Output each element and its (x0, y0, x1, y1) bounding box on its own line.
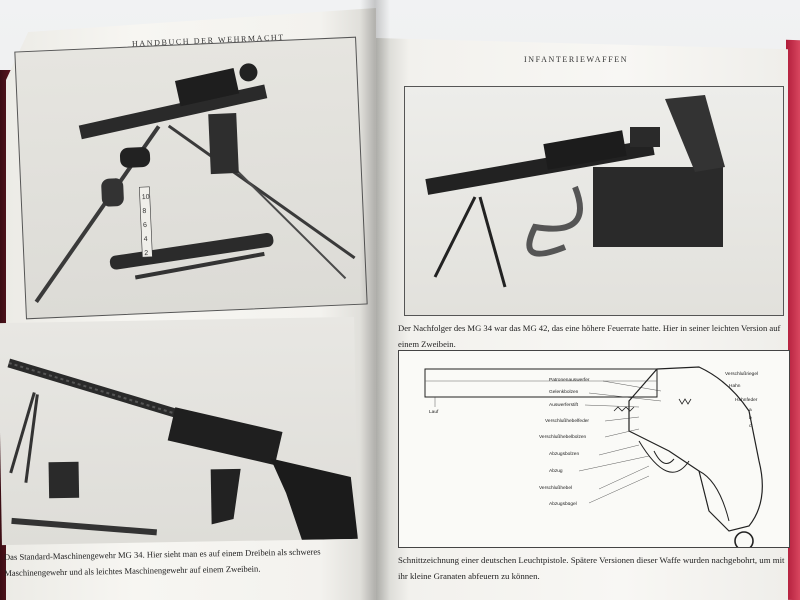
label-abzugsbolzen: Abzugsbolzen (549, 451, 579, 457)
label-abzug: Abzug (549, 468, 563, 474)
label-b: b (749, 415, 752, 421)
ruler-number-2: 2 (144, 250, 148, 257)
right-running-head: INFANTERIEWAFFEN (524, 55, 629, 64)
mg42-bipod-photo (404, 86, 784, 316)
label-patronenauswerfer: Patronenauswerfer (549, 377, 590, 383)
flare-pistol-caption: Schnittzeichnung einer deutschen Leuchtp… (398, 555, 785, 581)
label-hahn: Hahn (729, 383, 741, 389)
mg34-tripod-photo: 10 8 6 4 2 (14, 36, 368, 320)
label-verschlussriegel: Verschlußriegel (725, 371, 758, 377)
flare-pistol-diagram: Verschlußriegel Hahn Hahnfeder a b c Pat… (398, 350, 790, 548)
label-verschlusshebelfeder: Verschlußhebelfeder (545, 418, 589, 424)
mg42-caption: Der Nachfolger des MG 34 war das MG 42, … (398, 323, 781, 349)
ruler-number-4: 4 (143, 236, 147, 243)
label-lauf: Lauf (429, 409, 439, 415)
label-verschlusshebel: Verschlußhebel (539, 485, 572, 491)
label-a: a (749, 408, 752, 413)
label-abzugsbugel: Abzugsbügel (549, 501, 577, 507)
ruler-number-10: 10 (142, 194, 150, 201)
label-verschlusshebelbolzen: Verschlußhebelbolzen (539, 434, 587, 440)
left-caption: Das Standard-Maschinengewehr MG 34. Hier… (3, 546, 321, 579)
label-gelenkbolzen: Gelenkbolzen (549, 389, 579, 395)
label-auswerferstift: Auswerferstift (549, 402, 579, 408)
label-hahnfeder: Hahnfeder (735, 397, 758, 403)
ruler-number-8: 8 (142, 208, 146, 215)
label-c: c (749, 424, 752, 429)
ruler-number-6: 6 (143, 222, 147, 229)
book-gutter (360, 0, 390, 600)
mg34-bipod-photo (0, 316, 358, 546)
